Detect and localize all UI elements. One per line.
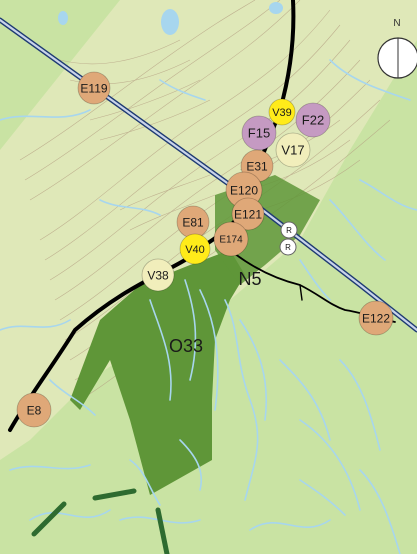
lake	[161, 9, 179, 35]
marker-circle[interactable]	[280, 221, 298, 239]
marker-label: E31	[246, 159, 268, 173]
area-label-o33: O33	[169, 336, 203, 356]
marker-label: E122	[362, 311, 390, 325]
marker-label: E8	[27, 403, 42, 417]
marker-e121[interactable]: E121	[231, 197, 265, 231]
marker-r1[interactable]: R	[280, 221, 298, 239]
marker-e8[interactable]: E8	[16, 392, 52, 428]
marker-circle[interactable]	[295, 102, 331, 138]
marker-label: E121	[234, 207, 262, 221]
north-label: N	[393, 18, 400, 29]
marker-v38[interactable]: V38	[141, 258, 175, 292]
marker-e174[interactable]: E174	[213, 221, 249, 257]
marker-label: E81	[182, 215, 204, 229]
marker-circle[interactable]	[213, 221, 249, 257]
marker-e119[interactable]: E119	[77, 71, 111, 105]
marker-circle[interactable]	[179, 233, 211, 265]
area-label-n5: N5	[238, 269, 261, 289]
marker-label: R	[286, 226, 292, 235]
marker-circle[interactable]	[231, 197, 265, 231]
marker-circle[interactable]	[77, 71, 111, 105]
marker-circle[interactable]	[241, 115, 277, 151]
marker-label: F22	[302, 113, 324, 128]
marker-label: V40	[185, 244, 205, 256]
marker-label: E119	[80, 81, 107, 95]
marker-label: R	[285, 243, 291, 252]
marker-label: F15	[248, 126, 270, 141]
marker-circle[interactable]	[141, 258, 175, 292]
lake	[58, 11, 68, 25]
marker-label: V39	[272, 107, 292, 119]
marker-circle[interactable]	[16, 392, 52, 428]
north-arrow-icon: N	[377, 18, 417, 79]
marker-v17[interactable]: V17	[275, 132, 311, 168]
marker-label: E174	[219, 235, 243, 246]
marker-circle[interactable]	[279, 238, 297, 256]
lake	[269, 2, 283, 14]
marker-label: E120	[230, 183, 258, 197]
marker-r2[interactable]: R	[279, 238, 297, 256]
marker-e81[interactable]: E81	[176, 205, 210, 239]
marker-f22[interactable]: F22	[295, 102, 331, 138]
marker-label: V38	[147, 268, 169, 282]
protected-area-o33[interactable]	[70, 250, 245, 495]
streams	[0, 59, 417, 554]
marker-e122[interactable]: E122	[358, 300, 394, 336]
boundary-dashes	[31, 488, 170, 554]
marker-v39[interactable]: V39	[268, 98, 296, 126]
marker-f15[interactable]: F15	[241, 115, 277, 151]
marker-circle[interactable]	[268, 98, 296, 126]
marker-label: V17	[281, 143, 304, 158]
marker-circle[interactable]	[358, 300, 394, 336]
marker-circle[interactable]	[275, 132, 311, 168]
marker-v40[interactable]: V40	[179, 233, 211, 265]
